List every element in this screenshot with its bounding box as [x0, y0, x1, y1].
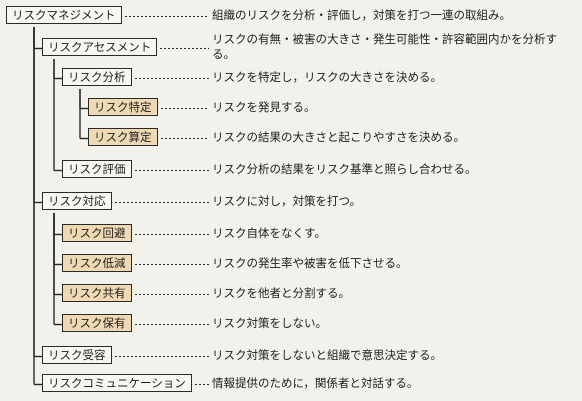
- risk-reduction-box: リスク低減: [62, 254, 132, 272]
- risk-management-description: 組織のリスクを分析・評価し，対策を打つ一連の取組み。: [212, 8, 511, 22]
- risk-sharing-description: リスクを他者と分割する。: [212, 286, 350, 300]
- risk-identification-description: リスクを発見する。: [212, 100, 316, 114]
- risk-avoidance-box: リスク回避: [62, 224, 132, 242]
- risk-avoidance-description: リスク自体をなくす。: [212, 226, 326, 240]
- risk-acceptance-box: リスク受容: [42, 346, 112, 364]
- risk-assessment-description: リスクの有無・被害の大きさ・発生可能性・許容範囲内かを分析する。: [212, 32, 557, 61]
- risk-identification-box: リスク特定: [88, 98, 158, 116]
- risk-analysis-box: リスク分析: [62, 68, 132, 86]
- risk-sharing-box: リスク共有: [62, 284, 132, 302]
- risk-estimation-box: リスク算定: [88, 128, 158, 146]
- risk-retention-box: リスク保有: [62, 314, 132, 332]
- risk-assessment-box: リスクアセスメント: [42, 38, 158, 56]
- risk-communication-description: 情報提供のために，関係者と対話する。: [212, 376, 419, 390]
- risk-analysis-description: リスクを特定し，リスクの大きさを決める。: [212, 70, 442, 84]
- risk-evaluation-description: リスク分析の結果をリスク基準と照らし合わせる。: [212, 162, 477, 176]
- risk-treatment-description: リスクに対し，対策を打つ。: [212, 194, 362, 208]
- risk-communication-box: リスクコミュニケーション: [42, 374, 192, 392]
- risk-reduction-description: リスクの発生率や被害を低下させる。: [212, 256, 408, 270]
- risk-acceptance-description: リスク対策をしないと組織で意思決定する。: [212, 348, 442, 362]
- risk-estimation-description: リスクの結果の大きさと起こりやすさを決める。: [212, 130, 465, 144]
- risk-retention-description: リスク対策をしない。: [212, 316, 327, 330]
- risk-evaluation-box: リスク評価: [62, 160, 132, 178]
- risk-management-box: リスクマネジメント: [6, 6, 122, 24]
- risk-treatment-box: リスク対応: [42, 192, 112, 210]
